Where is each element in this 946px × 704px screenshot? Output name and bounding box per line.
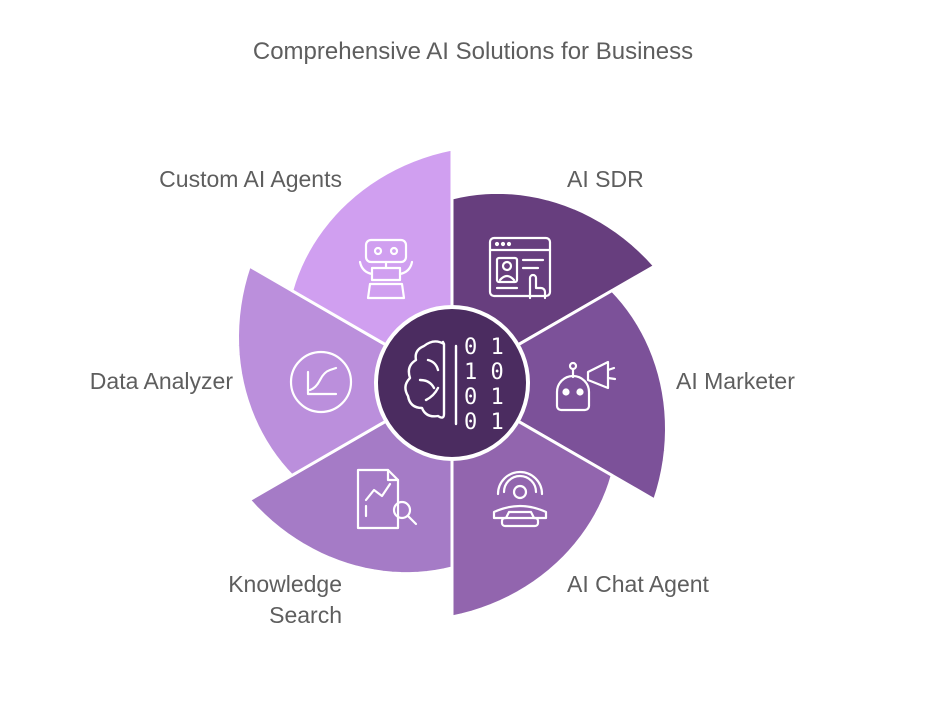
label-ai-marketer: AI Marketer	[676, 366, 795, 397]
label-line: AI Chat Agent	[567, 571, 709, 597]
segment-ai-sdr	[450, 190, 657, 355]
segment-custom-ai-agents	[290, 147, 454, 355]
label-data-analyzer: Data Analyzer	[40, 366, 233, 397]
binary-line: 1 0	[464, 360, 504, 385]
label-line: AI Marketer	[676, 368, 795, 394]
label-ai-chat-agent: AI Chat Agent	[567, 569, 709, 600]
label-line: Custom AI Agents	[159, 166, 342, 192]
segment-ai-marketer	[502, 289, 668, 502]
document-search-icon	[356, 468, 418, 530]
binary-digits: 0 1 1 0 0 1 0 1	[464, 335, 504, 435]
segment-knowledge-search	[247, 411, 454, 576]
binary-line: 0 1	[464, 410, 504, 435]
label-line: Search	[269, 602, 342, 628]
label-ai-sdr: AI SDR	[567, 164, 644, 195]
label-line: Knowledge	[228, 571, 342, 597]
support-phone-icon	[492, 470, 548, 528]
segment-data-analyzer	[236, 264, 402, 477]
binary-line: 0 1	[464, 335, 504, 360]
label-line: AI SDR	[567, 166, 644, 192]
label-line: Data Analyzer	[89, 368, 233, 394]
profile-click-icon	[488, 236, 552, 300]
page-title: Comprehensive AI Solutions for Business	[252, 38, 694, 65]
robot-megaphone-icon	[555, 360, 617, 412]
binary-line: 0 1	[464, 385, 504, 410]
chart-circle-icon	[289, 350, 353, 414]
brain-binary-icon	[404, 340, 458, 426]
robot-icon	[358, 238, 414, 300]
label-knowledge-search: Knowledge Search	[190, 569, 342, 631]
label-custom-ai-agents: Custom AI Agents	[100, 164, 342, 195]
center-hub	[374, 305, 530, 461]
